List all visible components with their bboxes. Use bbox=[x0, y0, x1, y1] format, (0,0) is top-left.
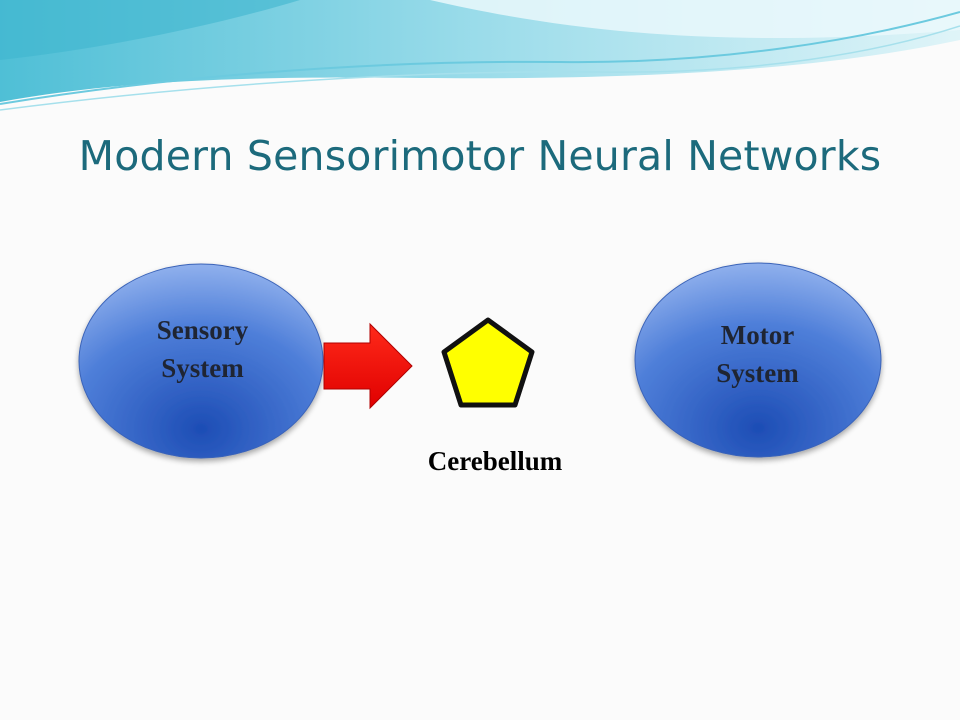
sensory-label-line2: System bbox=[161, 353, 244, 383]
swoosh-line-2 bbox=[0, 25, 960, 111]
motor-system-label: Motor System bbox=[645, 316, 870, 392]
cerebellum-node bbox=[441, 317, 535, 408]
motor-system-node bbox=[634, 262, 882, 458]
sensory-to-cerebellum-arrow bbox=[323, 322, 413, 410]
cerebellum-label: Cerebellum bbox=[427, 446, 563, 476]
sensory-system-node bbox=[78, 263, 324, 459]
sensory-label-line1: Sensory bbox=[156, 315, 249, 345]
swoosh-band-edge bbox=[0, 0, 300, 60]
slide-title: Modern Sensorimotor Neural Networks bbox=[78, 132, 882, 180]
sensory-system-label: Sensory System bbox=[90, 311, 315, 387]
motor-label-line1: Motor bbox=[720, 320, 795, 350]
swoosh-line-1 bbox=[0, 11, 960, 105]
swoosh-band-light bbox=[430, 0, 960, 39]
header-swoosh bbox=[0, 0, 960, 111]
motor-label-line2: System bbox=[716, 358, 799, 388]
